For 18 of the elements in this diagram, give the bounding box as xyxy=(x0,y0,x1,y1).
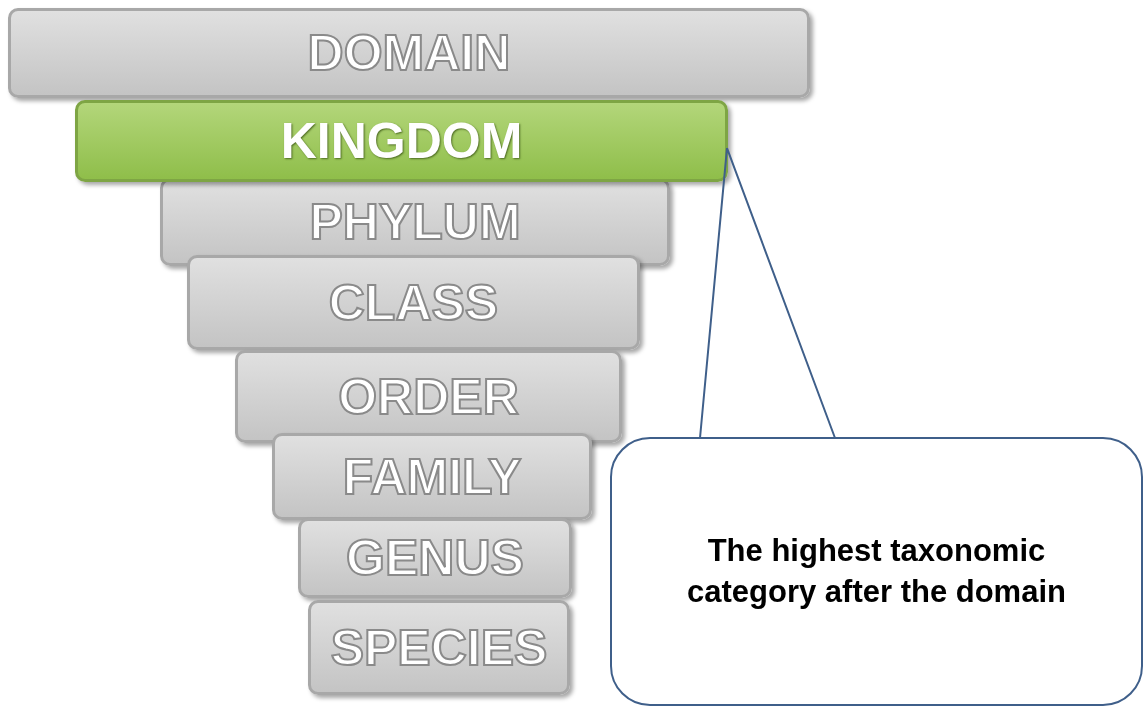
rank-bar xyxy=(308,600,570,695)
rank-label: SPECIES xyxy=(330,622,548,673)
rank-label: DOMAIN xyxy=(307,28,511,78)
rank-label: KINGDOM xyxy=(280,116,523,166)
highlighted-rank-bar xyxy=(75,100,728,182)
rank-label: FAMILY xyxy=(342,451,522,502)
rank-bar xyxy=(187,255,640,350)
rank-bar xyxy=(298,518,572,598)
callout-pointer xyxy=(699,147,836,439)
callout-bubble xyxy=(610,437,1143,706)
rank-bar xyxy=(272,433,592,520)
callout-text: The highest taxonomic category after the domain xyxy=(686,532,1067,611)
rank-bar xyxy=(8,8,810,98)
rank-label: PHYLUM xyxy=(309,197,521,247)
rank-label: GENUS xyxy=(346,533,524,583)
rank-label: CLASS xyxy=(328,277,499,328)
rank-bar xyxy=(235,350,622,443)
rank-label: ORDER xyxy=(338,371,519,422)
